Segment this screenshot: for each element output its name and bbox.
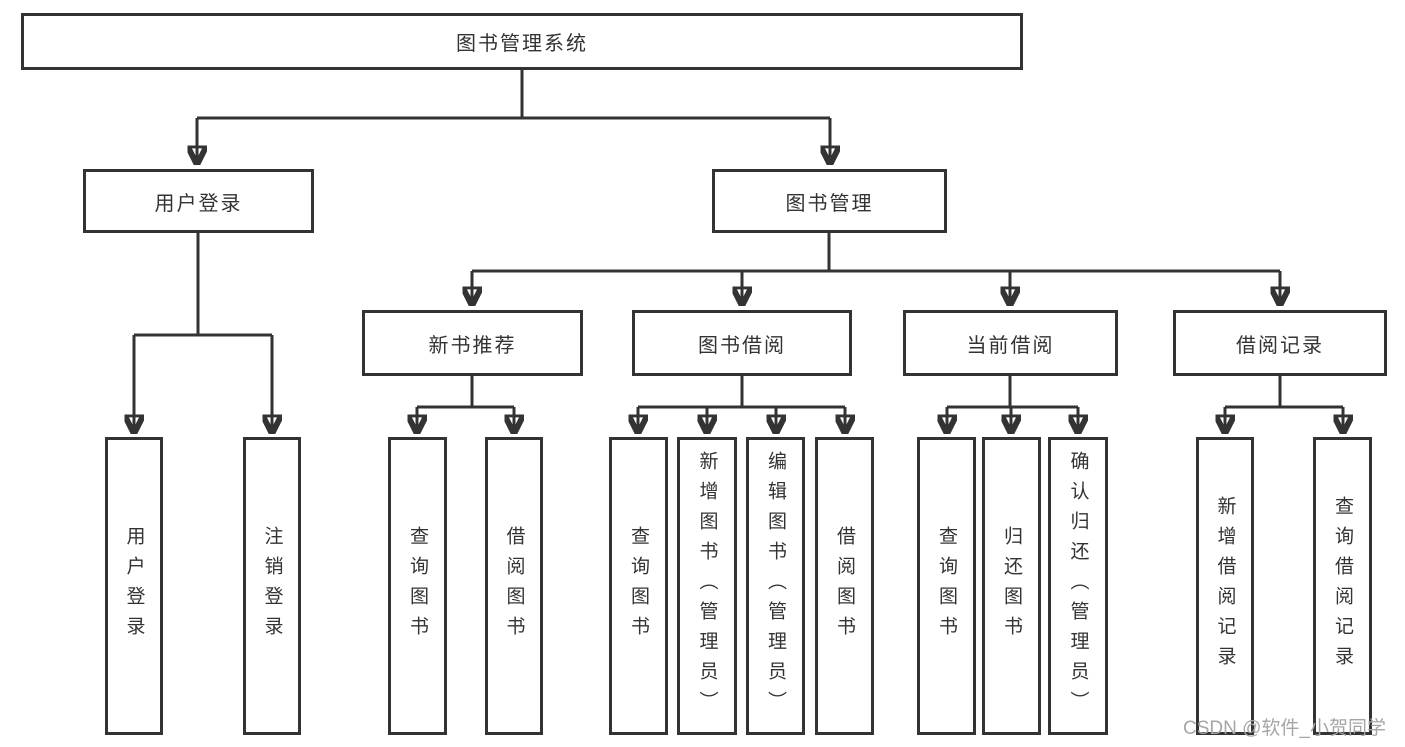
leaf-rec-query-books-label: 查询图书: [407, 526, 428, 646]
leaf-add-borrow-record-label: 新增借阅记录: [1214, 496, 1236, 676]
leaf-borrow-books-label: 借阅图书: [834, 526, 855, 646]
leaf-borrow-query-books-label: 查询图书: [628, 526, 649, 646]
leaf-rec-borrow-books-label: 借阅图书: [503, 526, 525, 646]
leaf-query-borrow-record: 查询借阅记录: [1313, 437, 1372, 735]
leaf-current-query-books-label: 查询图书: [936, 526, 957, 646]
leaf-add-books-admin-label: 新增图书（管理员）: [696, 451, 718, 721]
node-root: 图书管理系统: [21, 13, 1023, 70]
leaf-return-books: 归还图书: [982, 437, 1041, 735]
node-root-label: 图书管理系统: [456, 33, 588, 55]
leaf-rec-borrow-books: 借阅图书: [485, 437, 543, 735]
node-user-login-label: 用户登录: [154, 192, 243, 215]
leaf-rec-query-books: 查询图书: [388, 437, 447, 735]
leaf-return-books-label: 归还图书: [1001, 526, 1022, 646]
leaf-query-borrow-record-label: 查询借阅记录: [1332, 496, 1353, 676]
leaf-borrow-query-books: 查询图书: [609, 437, 668, 735]
node-user-login: 用户登录: [83, 169, 314, 233]
leaf-current-query-books: 查询图书: [917, 437, 976, 735]
node-book-borrow-label: 图书借阅: [698, 334, 786, 357]
csdn-watermark: CSDN @软件_小贺同学: [1183, 718, 1386, 739]
leaf-edit-books-admin: 编辑图书（管理员）: [746, 437, 805, 735]
leaf-user-login: 用户登录: [105, 437, 163, 735]
connector-book-mgmt: [472, 233, 1280, 304]
node-book-borrow: 图书借阅: [632, 310, 852, 376]
leaf-add-borrow-record: 新增借阅记录: [1196, 437, 1254, 735]
leaf-edit-books-admin-label: 编辑图书（管理员）: [765, 451, 786, 721]
leaf-confirm-return-admin-label: 确认归还（管理员）: [1067, 451, 1089, 721]
leaf-borrow-books: 借阅图书: [815, 437, 874, 735]
leaf-logout-label: 注销登录: [261, 526, 283, 646]
connector-root: [197, 70, 830, 163]
connector-new-book-rec: [417, 376, 514, 432]
leaf-add-books-admin: 新增图书（管理员）: [677, 437, 737, 735]
leaf-logout: 注销登录: [243, 437, 301, 735]
node-new-book-rec: 新书推荐: [362, 310, 583, 376]
node-book-mgmt: 图书管理: [712, 169, 947, 233]
node-book-mgmt-label: 图书管理: [785, 192, 874, 215]
leaf-user-login-label: 用户登录: [123, 526, 145, 646]
leaf-confirm-return-admin: 确认归还（管理员）: [1048, 437, 1108, 735]
node-new-book-rec-label: 新书推荐: [428, 334, 517, 357]
node-borrow-records: 借阅记录: [1173, 310, 1387, 376]
connector-borrow-records: [1225, 376, 1343, 432]
connector-user-login: [134, 233, 272, 432]
connector-current-borrow: [947, 376, 1078, 432]
node-borrow-records-label: 借阅记录: [1236, 334, 1324, 357]
connector-book-borrow: [638, 376, 845, 432]
node-current-borrow-label: 当前借阅: [966, 334, 1055, 357]
node-current-borrow: 当前借阅: [903, 310, 1118, 376]
